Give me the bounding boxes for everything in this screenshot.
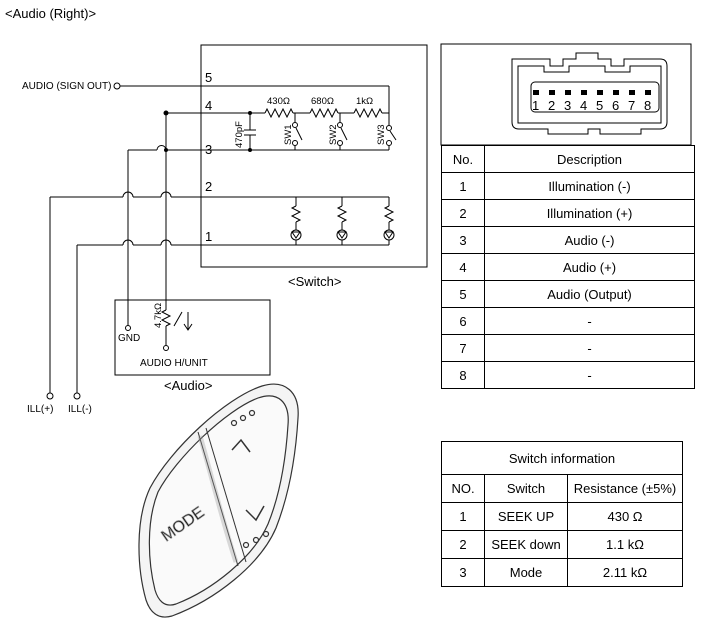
switch-information-table: Switch information NO. Switch Resistance… xyxy=(441,441,683,587)
ill-minus-label: ILL(-) xyxy=(68,404,92,415)
resistor-430-label: 430Ω xyxy=(267,96,290,107)
switch-table-header-no: NO. xyxy=(441,474,485,503)
sw1-label: SW1 xyxy=(283,124,294,145)
switch-no: 1 xyxy=(441,502,485,531)
connector-pin-8: 8 xyxy=(644,98,651,113)
connector-pin-7: 7 xyxy=(628,98,635,113)
pin-description: Audio (Output) xyxy=(484,280,695,308)
pin-description: Audio (+) xyxy=(484,253,695,281)
pin-no: 1 xyxy=(441,172,485,200)
pin-table-header-description: Description xyxy=(484,145,695,173)
connector-pin-markers xyxy=(533,90,651,95)
switch-table-header-switch: Switch xyxy=(484,474,568,503)
switch-table-header: NO. Switch Resistance (±5%) xyxy=(441,474,683,503)
audio-unit-box xyxy=(114,299,271,376)
switch-resistance: 2.11 kΩ xyxy=(567,558,683,587)
resistor-1k xyxy=(353,107,383,119)
switch-caption: <Switch> xyxy=(288,274,341,289)
connector-pin-1: 1 xyxy=(532,98,539,113)
ill-plus-label: ILL(+) xyxy=(27,404,53,415)
pin-no: 6 xyxy=(441,307,485,335)
switch-resistance: 1.1 kΩ xyxy=(567,530,683,559)
terminal-ill-minus xyxy=(73,392,81,400)
pin-description: Illumination (+) xyxy=(484,199,695,227)
gnd-label: GND xyxy=(118,333,140,344)
sw2-label: SW2 xyxy=(328,124,339,145)
page-title: <Audio (Right)> xyxy=(5,6,97,21)
connector-pin-3: 3 xyxy=(564,98,571,113)
terminal-ill-plus xyxy=(46,392,54,400)
audio-unit-label: AUDIO H/UNIT xyxy=(140,358,208,369)
pin-description: - xyxy=(484,334,695,362)
switch-no: 2 xyxy=(441,530,485,559)
pin-no: 5 xyxy=(441,280,485,308)
pin-no: 3 xyxy=(441,226,485,254)
pin-description: Illumination (-) xyxy=(484,172,695,200)
pin-label-4: 4 xyxy=(205,98,212,113)
switch-resistance: 430 Ω xyxy=(567,502,683,531)
pin-description: - xyxy=(484,361,695,389)
resistor-680-label: 680Ω xyxy=(311,96,334,107)
pin-no: 2 xyxy=(441,199,485,227)
terminal-audio-out xyxy=(113,82,121,90)
table-row: 8- xyxy=(441,361,695,389)
switch-table-caption-row: Switch information xyxy=(441,441,683,475)
pin-label-2: 2 xyxy=(205,179,212,194)
connector-pin-6: 6 xyxy=(612,98,619,113)
table-row: 6- xyxy=(441,307,695,335)
steering-switch-illustration xyxy=(138,383,299,618)
resistor-430 xyxy=(264,107,294,119)
resistor-680 xyxy=(309,107,339,119)
table-row: 7- xyxy=(441,334,695,362)
connector-pin-4: 4 xyxy=(580,98,587,113)
audio-resistor-label: 4.7kΩ xyxy=(153,303,164,328)
pin-description: - xyxy=(484,307,695,335)
switch-name: Mode xyxy=(484,558,568,587)
pin-label-5: 5 xyxy=(205,70,212,85)
pin-label-1: 1 xyxy=(205,229,212,244)
pin-no: 8 xyxy=(441,361,485,389)
switch-box xyxy=(200,44,428,268)
connector-pin-5: 5 xyxy=(596,98,603,113)
audio-caption: <Audio> xyxy=(164,378,212,393)
switch-name: SEEK UP xyxy=(484,502,568,531)
switch-table-caption: Switch information xyxy=(441,441,683,475)
pin-table-header: No. Description xyxy=(441,145,695,173)
switch-no: 3 xyxy=(441,558,485,587)
switch-table-header-resistance: Resistance (±5%) xyxy=(567,474,683,503)
capacitor-label: 470pF xyxy=(234,121,245,148)
resistor-1k-label: 1kΩ xyxy=(356,96,373,107)
pin-description: Audio (-) xyxy=(484,226,695,254)
connector-pin-2: 2 xyxy=(548,98,555,113)
pin-no: 7 xyxy=(441,334,485,362)
audio-sign-out-label: AUDIO (SIGN OUT) xyxy=(22,81,111,92)
switch-name: SEEK down xyxy=(484,530,568,559)
audio-resistor xyxy=(160,309,172,327)
pin-no: 4 xyxy=(441,253,485,281)
pin-table-header-no: No. xyxy=(441,145,485,173)
sw3-label: SW3 xyxy=(376,124,387,145)
pin-label-3: 3 xyxy=(205,142,212,157)
